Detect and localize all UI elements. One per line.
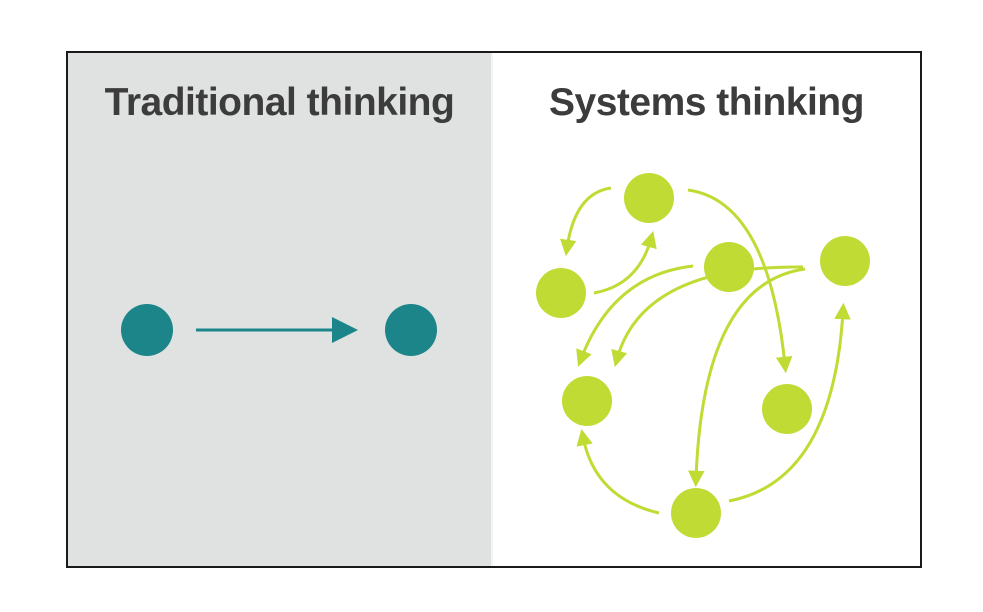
comparison-frame: Traditional thinking Systems thinking [66, 51, 922, 568]
linear-arrowhead [332, 317, 358, 343]
link-left-to-top [593, 231, 657, 295]
node-right [820, 236, 870, 286]
link-right-to-bottom [688, 267, 806, 488]
node-top [624, 173, 674, 223]
link-bottom-to-right [728, 302, 851, 503]
link-right-to-lowleft [611, 265, 804, 367]
traditional-thinking-panel: Traditional thinking [68, 53, 493, 566]
systems-title: Systems thinking [549, 81, 864, 124]
traditional-title: Traditional thinking [104, 81, 455, 124]
link-bottom-to-lowleft [576, 428, 660, 515]
effect-node [385, 304, 437, 356]
feedback-links [560, 186, 851, 515]
systems-thinking-panel: Systems thinking [493, 53, 920, 566]
network-diagram [536, 173, 870, 538]
node-left [536, 268, 586, 318]
link-mid-to-lowleft-a [576, 264, 694, 367]
node-bottom [671, 488, 721, 538]
link-top-to-left [560, 186, 612, 257]
cause-node [121, 304, 173, 356]
node-lower-left [562, 376, 612, 426]
node-lower-right [762, 384, 812, 434]
linear-diagram [121, 304, 437, 356]
node-center [704, 242, 754, 292]
link-top-to-lowright [687, 188, 793, 374]
system-nodes [536, 173, 870, 538]
